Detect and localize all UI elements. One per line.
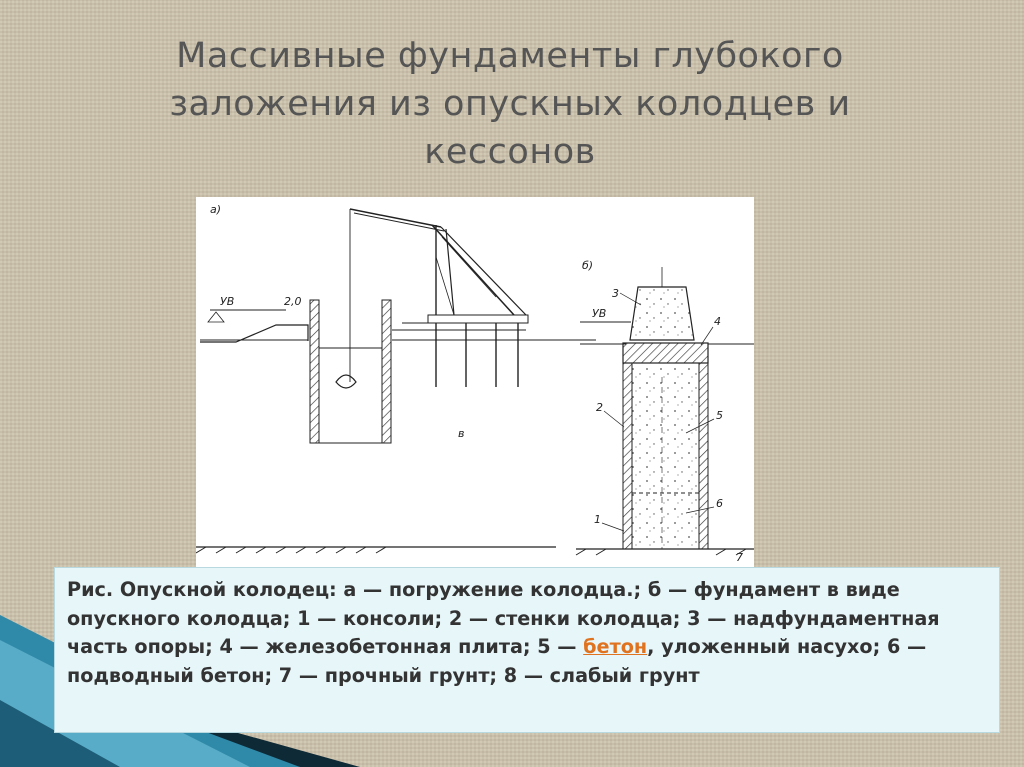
caption-text-1: Рис. Опускной колодец: а — погружение ко… xyxy=(67,578,940,658)
callout-2: 2 xyxy=(596,401,625,428)
svg-text:1: 1 xyxy=(594,513,601,526)
svg-text:3: 3 xyxy=(612,287,619,300)
panel-a-label: а) xyxy=(210,203,221,216)
diagram-svg: а) УВ 2,0 xyxy=(196,203,754,564)
water-level-label-b: УВ xyxy=(592,307,606,320)
well-wall-left xyxy=(622,362,633,550)
water-level-label-a: УВ xyxy=(220,295,234,308)
svg-text:7: 7 xyxy=(736,551,743,564)
title-line-2: заложения из опускных колодцев и xyxy=(169,84,851,124)
concrete-fill xyxy=(631,362,700,550)
svg-text:6: 6 xyxy=(716,497,723,510)
embankment xyxy=(200,322,596,343)
firm-ground-b xyxy=(575,548,754,556)
callout-5: 5 xyxy=(685,409,723,434)
water-level-marker-a: УВ 2,0 xyxy=(207,295,302,323)
callout-4: 4 xyxy=(700,315,721,346)
callout-7: 7 xyxy=(736,551,743,564)
caisson-diagram: а) УВ 2,0 xyxy=(196,197,754,569)
pier-top-part xyxy=(629,286,695,341)
well-wall-right xyxy=(698,362,709,550)
sinking-well-a xyxy=(309,209,392,444)
slide-title: Массивные фундаменты глубокого заложения… xyxy=(120,32,900,176)
panel-b-label: б) xyxy=(582,259,593,272)
title-line-3: кессонов xyxy=(424,132,596,172)
crane xyxy=(349,208,529,387)
soil-label-a: в xyxy=(458,427,464,440)
concrete-link[interactable]: бетон xyxy=(583,635,648,658)
rc-slab xyxy=(622,342,709,364)
svg-text:4: 4 xyxy=(714,315,721,328)
water-level-marker-b: УВ xyxy=(580,307,754,345)
callout-3: 3 xyxy=(612,287,642,306)
svg-text:2: 2 xyxy=(596,401,603,414)
callout-6: 6 xyxy=(685,497,723,514)
title-line-1: Массивные фундаменты глубокого xyxy=(176,36,844,76)
callout-1: 1 xyxy=(594,513,625,532)
figure-caption: Рис. Опускной колодец: а — погружение ко… xyxy=(54,567,1000,733)
firm-ground-a xyxy=(196,546,556,554)
caption-text-2: , уложенный насухо; 6 — подводный бетон;… xyxy=(67,635,927,687)
svg-text:5: 5 xyxy=(716,409,723,422)
elevation-label: 2,0 xyxy=(284,295,302,308)
